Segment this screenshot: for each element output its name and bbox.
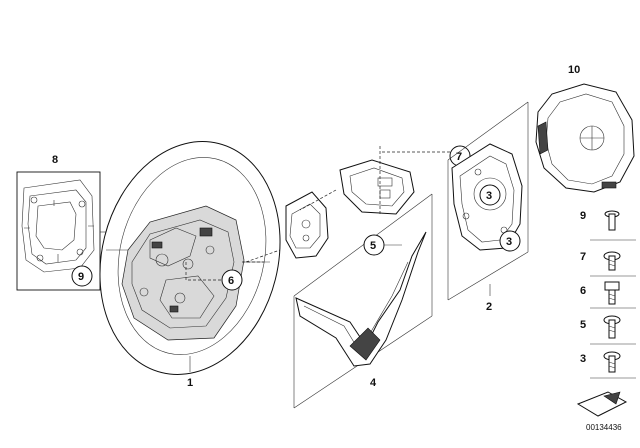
trim-cover-part-4: [293, 193, 433, 409]
screw-icon-5: [603, 315, 621, 339]
screw-label-9: 9: [580, 210, 586, 222]
bracket-part-8: [16, 171, 101, 291]
callout-circle-6: [221, 269, 243, 291]
reference-number: 00134436: [586, 423, 622, 432]
callout-2: 2: [486, 301, 492, 313]
screw-label-3: 3: [580, 353, 586, 365]
callout-3-bottom: 3: [506, 236, 512, 248]
screw-icon-3: [603, 351, 621, 373]
screw-icon-7: [603, 251, 621, 271]
screw-icon-9: [604, 210, 620, 231]
callout-1: 1: [187, 377, 193, 389]
screw-icon-6: [604, 281, 620, 305]
screw-label-7: 7: [580, 251, 586, 263]
callout-8: 8: [52, 154, 58, 166]
screw-label-5: 5: [580, 319, 586, 331]
callout-5: 5: [370, 240, 376, 252]
steering-wheel-part-1: [99, 141, 281, 375]
dashed-link-6: [185, 249, 281, 281]
callout-6: 6: [228, 275, 234, 287]
screw-label-6: 6: [580, 285, 586, 297]
airbag-module-part-10: [535, 83, 635, 193]
callout-9-left: 9: [78, 271, 84, 283]
callout-10: 10: [568, 64, 580, 76]
switch-cluster-right: [299, 146, 415, 216]
callout-circle-3-bottom: [499, 230, 521, 252]
screw-list: [590, 210, 636, 379]
callout-circle-9-left: [71, 265, 93, 287]
switch-cluster-left: [285, 191, 329, 259]
callout-4: 4: [370, 377, 377, 389]
callout-circle-3-top: [479, 184, 501, 206]
callout-3-top: 3: [486, 190, 492, 202]
callout-7: 7: [456, 151, 462, 163]
direction-arrow-icon: [576, 391, 628, 417]
